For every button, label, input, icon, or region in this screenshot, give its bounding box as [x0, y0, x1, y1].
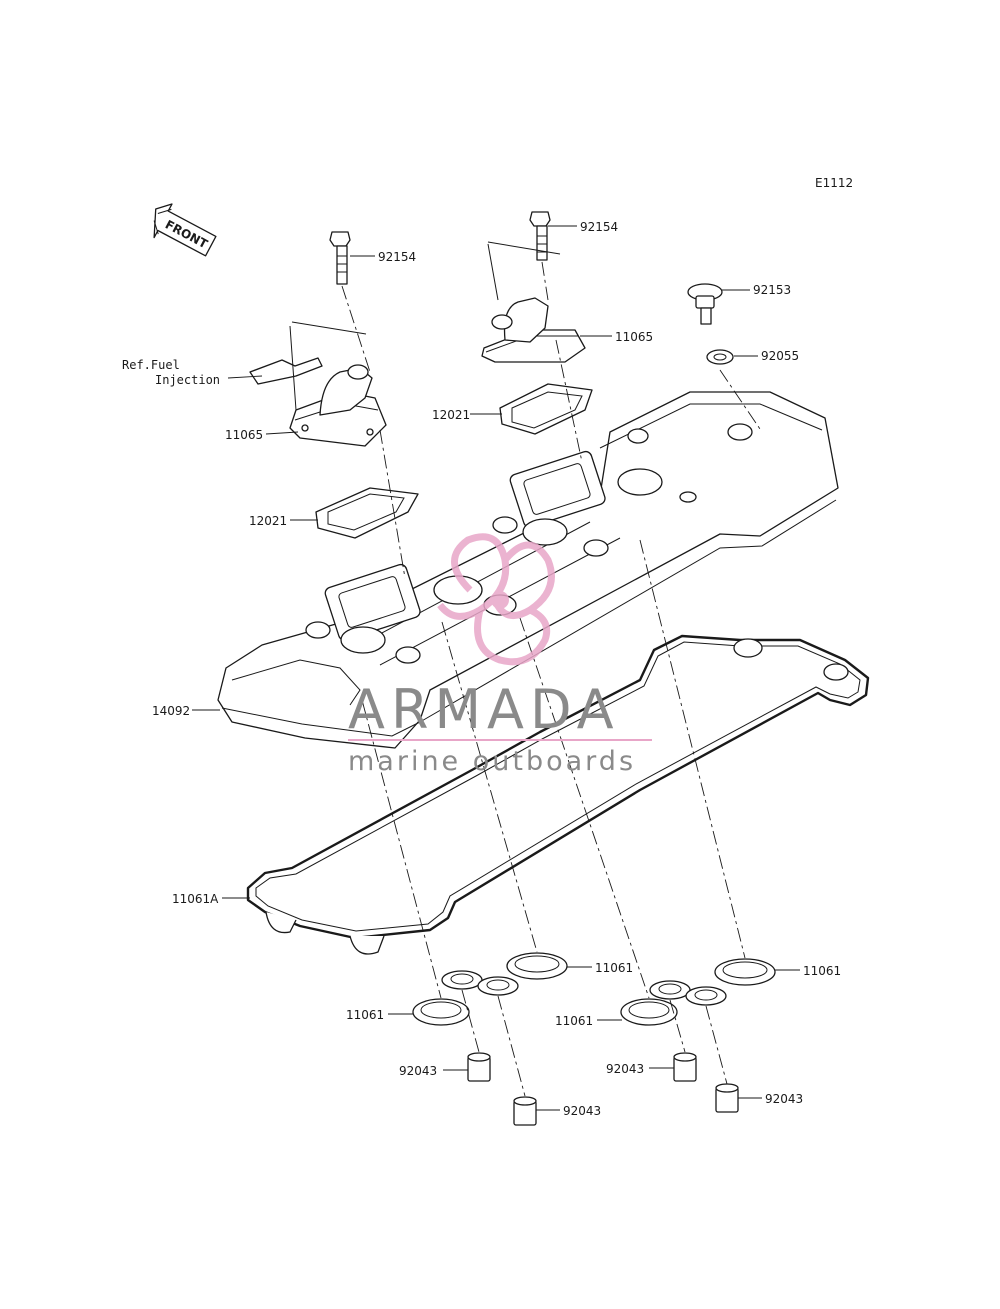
label-breather-right: 11065: [615, 330, 653, 344]
label-collar-3: 92043: [606, 1062, 644, 1076]
label-breather-left: 11065: [225, 428, 263, 442]
label-collar-4: 92043: [765, 1092, 803, 1106]
label-seal-2: 11061: [595, 961, 633, 975]
label-plate-right: 12021: [432, 408, 470, 422]
gasket-lug-far-right: [823, 663, 849, 681]
seal-ring-small-4: [685, 986, 727, 1006]
diagram-code: E1112: [815, 176, 853, 190]
seal-ring-2: [506, 952, 568, 980]
bolt-92153: [687, 283, 723, 325]
label-washer-92055: 92055: [761, 349, 799, 363]
label-bolt-left: 92154: [378, 250, 416, 264]
label-collar-2: 92043: [563, 1104, 601, 1118]
reed-plate-left: [315, 487, 419, 539]
label-seal-1: 11061: [346, 1008, 384, 1022]
watermark-brand: ARMADA: [348, 678, 620, 741]
bolt-92154-left: [329, 231, 351, 285]
collar-2: [513, 1096, 537, 1126]
seal-ring-small-2: [477, 976, 519, 996]
breather-cover-right: [481, 297, 586, 363]
front-arrow-icon: FRONT: [153, 203, 217, 257]
seal-ring-small-1: [441, 970, 483, 990]
watermark-logo-icon: [437, 533, 555, 666]
breather-cover-left: [289, 364, 387, 447]
reed-plate-right: [499, 383, 593, 435]
label-collar-1: 92043: [399, 1064, 437, 1078]
label-gasket-main: 11061A: [172, 892, 219, 906]
seal-ring-1: [412, 998, 470, 1026]
label-seal-4: 11061: [803, 964, 841, 978]
label-ref-fuel-line2: Injection: [155, 373, 220, 387]
label-seal-3: 11061: [555, 1014, 593, 1028]
bolt-92154-right: [529, 211, 551, 261]
collar-1: [467, 1052, 491, 1082]
collar-4: [715, 1083, 739, 1113]
gasket-lug-center: [349, 935, 385, 955]
leader-lines: [192, 225, 800, 1111]
gasket-lug-left: [265, 911, 297, 934]
label-plate-left: 12021: [249, 514, 287, 528]
assembly-lines: [289, 241, 763, 1097]
label-bolt-right: 92154: [580, 220, 618, 234]
label-ref-fuel-line1: Ref.Fuel: [122, 358, 180, 372]
label-bolt-92153: 92153: [753, 283, 791, 297]
watermark-tagline: marine outboards: [348, 746, 636, 777]
cylinder-head-cover: [217, 391, 839, 749]
seal-ring-4: [714, 958, 776, 986]
washer-92055: [706, 349, 734, 365]
label-cover: 14092: [152, 704, 190, 718]
collar-3: [673, 1052, 697, 1082]
head-cover-gasket-inner: [255, 641, 861, 932]
fuel-injection-bracket: [249, 357, 323, 385]
seal-ring-3: [620, 998, 678, 1026]
gasket-lug-right: [733, 638, 763, 658]
seal-ring-small-3: [649, 980, 691, 1000]
